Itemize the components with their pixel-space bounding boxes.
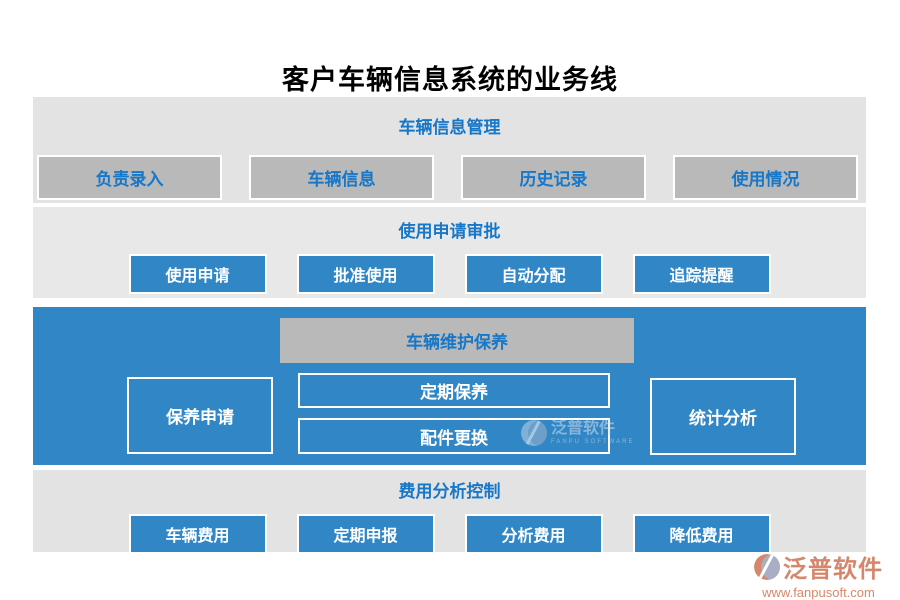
node-periodic-maintenance: 定期保养 <box>298 373 610 408</box>
node-vehicle-cost: 车辆费用 <box>128 514 267 554</box>
node-entry-responsibility: 负责录入 <box>37 155 222 200</box>
node-maintenance-apply: 保养申请 <box>127 377 273 454</box>
section-vehicle-info: 车辆信息管理 负责录入 车辆信息 历史记录 使用情况 <box>33 97 866 203</box>
section-vehicle-maintenance: 车辆维护保养 保养申请 定期保养 配件更换 统计分析 泛普软件 FANPU SO… <box>33 307 866 465</box>
node-history-record: 历史记录 <box>461 155 646 200</box>
footer-brand-url: www.fanpusoft.com <box>762 585 875 600</box>
node-vehicle-information: 车辆信息 <box>249 155 434 200</box>
maintenance-header-box: 车辆维护保养 <box>280 318 634 363</box>
fanpu-footer-logo: 泛普软件 www.fanpusoft.com <box>754 549 883 600</box>
section-header-vehicle-info: 车辆信息管理 <box>398 118 501 137</box>
section-header-usage-approval: 使用申请审批 <box>398 222 501 241</box>
footer-brand-name: 泛普软件 <box>783 556 883 583</box>
section-header-cost-control: 费用分析控制 <box>398 482 501 501</box>
node-approve-usage: 批准使用 <box>296 254 435 294</box>
cost-control-node-row: 车辆费用 定期申报 分析费用 降低费用 <box>33 514 866 554</box>
node-cost-reduction: 降低费用 <box>632 514 771 554</box>
node-periodic-report: 定期申报 <box>296 514 435 554</box>
watermark-brand-subtitle: FANPU SOFTWARE <box>551 439 635 445</box>
section-cost-control: 费用分析控制 车辆费用 定期申报 分析费用 降低费用 <box>33 470 866 554</box>
watermark-logo-icon <box>521 420 547 446</box>
node-statistics-analysis: 统计分析 <box>650 378 796 455</box>
node-track-remind: 追踪提醒 <box>632 254 771 294</box>
node-usage-apply: 使用申请 <box>128 254 267 294</box>
watermark-brand-name: 泛普软件 <box>551 420 616 437</box>
usage-approval-node-row: 使用申请 批准使用 自动分配 追踪提醒 <box>33 254 866 294</box>
fanpu-watermark: 泛普软件 FANPU SOFTWARE <box>521 417 634 449</box>
page-title: 客户车辆信息系统的业务线 <box>282 65 618 95</box>
node-usage-status: 使用情况 <box>673 155 858 200</box>
node-parts-replacement: 配件更换 <box>298 418 610 454</box>
node-auto-assign: 自动分配 <box>464 254 603 294</box>
node-cost-analysis: 分析费用 <box>464 514 603 554</box>
vehicle-info-node-row: 负责录入 车辆信息 历史记录 使用情况 <box>33 155 866 200</box>
section-usage-approval: 使用申请审批 使用申请 批准使用 自动分配 追踪提醒 <box>33 207 866 298</box>
fanpu-logo-icon <box>754 553 780 580</box>
